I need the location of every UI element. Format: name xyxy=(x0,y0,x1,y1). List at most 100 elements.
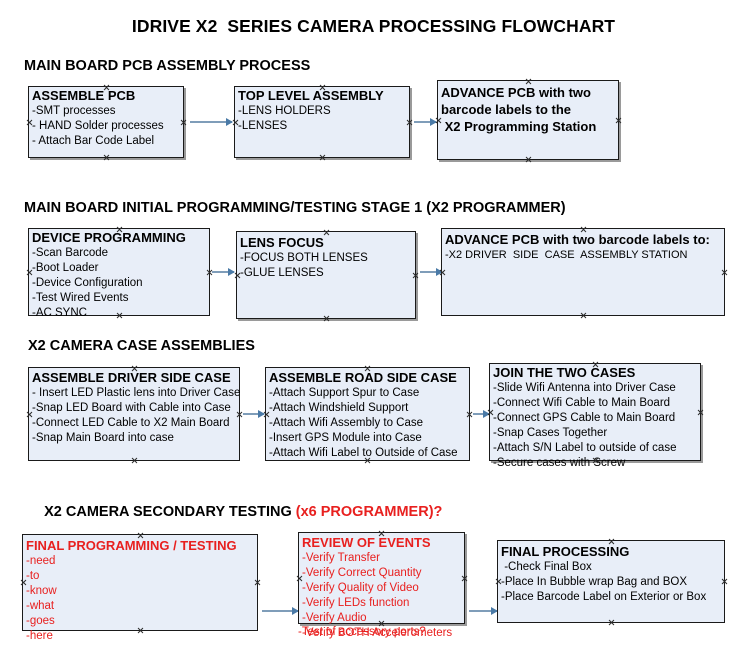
box-title: JOIN THE TWO CASES xyxy=(493,365,636,380)
connector-handle-bottom[interactable] xyxy=(103,154,110,161)
box-line: -Slide Wifi Antenna into Driver Case xyxy=(493,382,676,394)
box-title: ASSEMBLE DRIVER SIDE CASE xyxy=(32,370,231,385)
arrow-shaft xyxy=(190,121,232,123)
connector-handle-bottom[interactable] xyxy=(525,156,532,163)
box-title: DEVICE PROGRAMMING xyxy=(32,230,186,245)
box-line: -AC SYNC xyxy=(32,307,87,319)
connector-handle-right[interactable] xyxy=(721,269,728,276)
box-line: -Attach Wifi Assembly to Case xyxy=(269,417,424,429)
box-title: ASSEMBLE ROAD SIDE CASE xyxy=(269,370,457,385)
box-line: -Snap Main Board into case xyxy=(32,432,174,444)
box-line: -Connect Wifi Cable to Main Board xyxy=(493,397,671,409)
box-line: -here xyxy=(26,630,53,642)
box-device-programming[interactable]: DEVICE PROGRAMMING -Scan Barcode -Boot L… xyxy=(28,228,210,319)
arrow-head xyxy=(258,410,265,418)
arrow-head xyxy=(436,268,443,276)
arrow-shaft xyxy=(414,121,436,123)
box-final-processing[interactable]: FINAL PROCESSING -Check Final Box -Place… xyxy=(497,540,725,623)
box-line: -Scan Barcode xyxy=(32,247,109,259)
box-title: ADVANCE PCB with two barcode labels to t… xyxy=(441,85,597,134)
arrow-driver-case-to-road-case xyxy=(243,410,265,418)
connector-handle-bottom[interactable] xyxy=(323,315,330,322)
box-advance-pcb-programming-station[interactable]: ADVANCE PCB with two barcode labels to t… xyxy=(437,80,619,160)
box-line: -Check Final Box xyxy=(501,561,592,573)
arrow-head xyxy=(292,607,299,615)
box-line: -FOCUS BOTH LENSES xyxy=(240,252,368,264)
box-final-programming-testing[interactable]: FINAL PROGRAMMING / TESTING -need -to -k… xyxy=(22,534,258,642)
box-line: -goes xyxy=(26,615,55,627)
arrow-road-case-to-join-cases xyxy=(473,410,490,418)
box-title: ADVANCE PCB with two barcode labels to: xyxy=(445,232,710,247)
box-line: -SMT processes xyxy=(32,105,116,117)
box-advance-pcb-driver-side-case[interactable]: ADVANCE PCB with two barcode labels to: … xyxy=(441,228,725,316)
arrow-shaft xyxy=(243,413,264,415)
box-line: -Verify Quality of Video xyxy=(302,582,419,594)
box-line: -Boot Loader xyxy=(32,262,99,274)
arrow-device-programming-to-lens-focus xyxy=(212,268,235,276)
box-assemble-driver-side-case[interactable]: ASSEMBLE DRIVER SIDE CASE - Insert LED P… xyxy=(28,367,240,461)
section-header-main-board-pcb-assembly: MAIN BOARD PCB ASSEMBLY PROCESS xyxy=(24,58,311,74)
connector-handle-bottom[interactable] xyxy=(131,457,138,464)
box-assemble-road-side-case[interactable]: ASSEMBLE ROAD SIDE CASE -Attach Support … xyxy=(265,367,470,461)
box-line: -Insert GPS Module into Case xyxy=(269,432,422,444)
box-line: -Verify Transfer xyxy=(302,552,380,564)
box-assemble-pcb[interactable]: ASSEMBLE PCB -SMT processes - HAND Solde… xyxy=(28,86,184,158)
arrow-top-level-to-advance-pcb xyxy=(414,118,437,126)
box-line: -X2 DRIVER SIDE CASE ASSEMBLY STATION xyxy=(445,249,688,261)
box-line: -GLUE LENSES xyxy=(240,267,324,279)
box-line: -Place Barcode Label on Exterior or Box xyxy=(501,591,707,603)
arrow-assemble-pcb-to-top-level xyxy=(190,118,233,126)
arrow-head xyxy=(228,268,235,276)
box-line: -Verify BOTH Accelerometers xyxy=(302,627,453,639)
box-title: TOP LEVEL ASSEMBLY xyxy=(238,88,384,103)
box-line: - HAND Solder processes xyxy=(32,120,164,132)
box-line: -Verify LEDs function xyxy=(302,597,410,609)
connector-handle-bottom[interactable] xyxy=(608,619,615,626)
box-line: -Place In Bubble wrap Bag and BOX xyxy=(501,576,688,588)
section-header-accent: (x6 PROGRAMMER)? xyxy=(295,504,443,520)
box-line: -need xyxy=(26,555,56,567)
box-line-overflow: -Test of accessory ports? xyxy=(298,626,426,638)
box-title: FINAL PROGRAMMING / TESTING xyxy=(26,538,237,553)
box-top-level-assembly[interactable]: TOP LEVEL ASSEMBLY -LENS HOLDERS -LENSES xyxy=(234,86,410,158)
box-join-the-two-cases[interactable]: JOIN THE TWO CASES -Slide Wifi Antenna i… xyxy=(489,363,701,469)
box-line: -Snap LED Board with Cable into Case xyxy=(32,402,231,414)
box-title: ASSEMBLE PCB xyxy=(32,88,136,103)
box-line: - Attach Bar Code Label xyxy=(32,135,155,147)
arrow-head xyxy=(430,118,437,126)
box-line: -Snap Cases Together xyxy=(493,427,608,439)
arrow-shaft xyxy=(212,271,234,273)
connector-handle-bottom[interactable] xyxy=(319,154,326,161)
section-header-x2-camera-secondary-testing: X2 CAMERA SECONDARY TESTING (x6 PROGRAMM… xyxy=(28,488,442,536)
section-header-main-board-initial-programming: MAIN BOARD INITIAL PROGRAMMING/TESTING S… xyxy=(24,200,566,216)
box-title: FINAL PROCESSING xyxy=(501,544,630,559)
arrow-shaft xyxy=(469,610,497,612)
box-line: -LENS HOLDERS xyxy=(238,105,331,117)
box-line: -LENSES xyxy=(238,120,288,132)
box-line: -what xyxy=(26,600,55,612)
box-line: -Connect GPS Cable to Main Board xyxy=(493,412,676,424)
arrow-shaft xyxy=(420,271,442,273)
box-line: -know xyxy=(26,585,57,597)
arrow-head xyxy=(483,410,490,418)
box-line: -Attach Support Spur to Case xyxy=(269,387,420,399)
arrow-head xyxy=(491,607,498,615)
box-lens-focus[interactable]: LENS FOCUS -FOCUS BOTH LENSES -GLUE LENS… xyxy=(236,231,416,319)
box-line: -Attach S/N Label to outside of case xyxy=(493,442,677,454)
box-line: -Attach Windshield Support xyxy=(269,402,409,414)
box-line: -to xyxy=(26,570,40,582)
connector-handle-bottom[interactable] xyxy=(580,312,587,319)
box-line: -Attach Wifi Label to Outside of Case xyxy=(269,447,458,459)
box-title: REVIEW OF EVENTS xyxy=(302,535,431,550)
box-line: -Verify Audio xyxy=(302,612,367,624)
section-header-text: X2 CAMERA SECONDARY TESTING xyxy=(44,504,296,520)
box-review-of-events[interactable]: REVIEW OF EVENTS -Verify Transfer -Verif… xyxy=(298,532,465,639)
arrow-final-programming-to-review-of-events xyxy=(262,607,299,615)
arrow-head xyxy=(226,118,233,126)
box-line: -Test Wired Events xyxy=(32,292,129,304)
box-title: LENS FOCUS xyxy=(240,235,324,250)
arrow-shaft xyxy=(262,610,298,612)
page-title: IDRIVE X2 SERIES CAMERA PROCESSING FLOWC… xyxy=(131,16,616,36)
box-line: -Verify Correct Quantity xyxy=(302,567,422,579)
